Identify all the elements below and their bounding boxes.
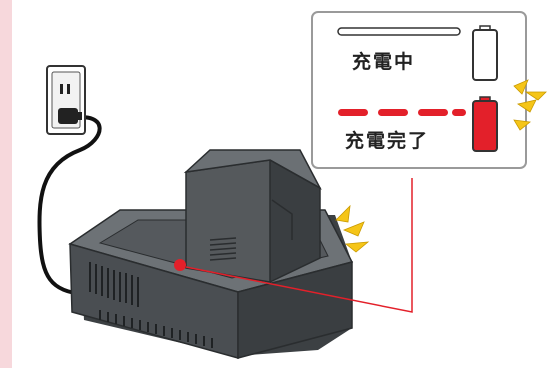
complete-label: 充電完了 [345,129,429,152]
indicator-led [174,259,186,271]
flash-icon [335,204,370,253]
flash-icon [513,79,547,131]
charging-indicator-bar [337,27,461,36]
side-strip [0,0,12,368]
battery-pack [183,149,322,283]
charging-label: 充電中 [352,50,415,73]
battery-full-icon [472,96,498,152]
power-cord [37,115,102,296]
complete-indicator-dashes [338,109,466,116]
leader-line [185,178,413,313]
battery-empty-icon [472,25,498,81]
power-plug-icon [58,108,82,124]
status-panel: 充電中 充電完了 [311,11,527,169]
